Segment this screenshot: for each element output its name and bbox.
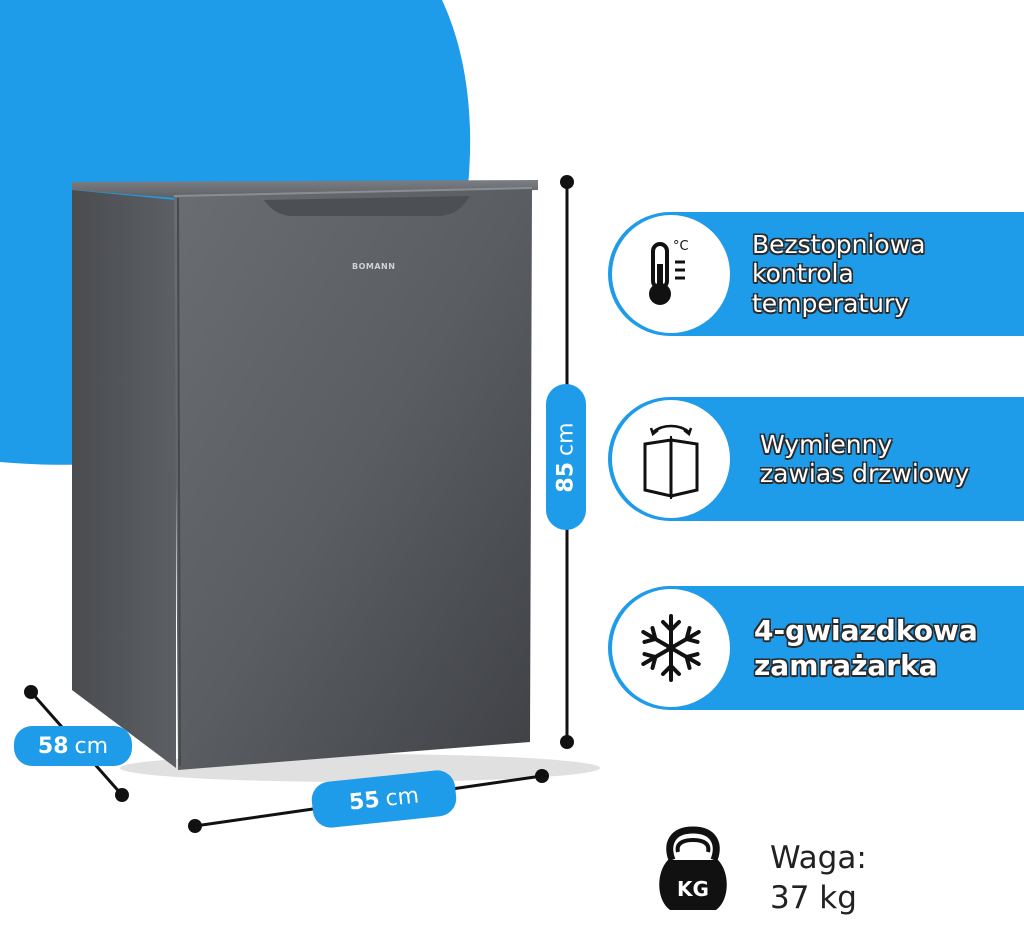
feature-text-temperature: Bezstopniowa kontrola temperatury <box>752 230 926 319</box>
kettlebell-icon: KG <box>659 826 727 910</box>
weight-value: 37 kg <box>770 880 857 917</box>
feature-line: Bezstopniowa <box>752 229 926 259</box>
feature-reversible-door: Wymienny zawias drzwiowy <box>608 397 1024 521</box>
feature-line: zamrażarka <box>754 649 938 682</box>
thermometer-icon: °C <box>612 215 730 333</box>
brand-logo: BOMANN <box>352 262 396 271</box>
feature-line: kontrola <box>752 259 854 289</box>
feature-line: Wymienny <box>760 429 893 459</box>
feature-line: 4-gwiazdkowa <box>754 614 978 647</box>
depth-value: 58 <box>37 733 69 759</box>
feature-temperature-control: °C Bezstopniowa kontrola temperatury <box>608 212 1024 336</box>
weight-info: Waga: 37 kg <box>770 838 867 919</box>
height-value: 85 <box>553 461 579 493</box>
snowflake-icon <box>612 589 730 707</box>
feature-line: zawias drzwiowy <box>760 459 970 488</box>
door-hinge-icon <box>612 400 730 518</box>
weight-label: Waga: <box>770 840 867 876</box>
feature-freezer: 4-gwiazdkowa zamrażarka <box>608 586 1024 710</box>
height-label: 85 cm <box>546 384 586 530</box>
depth-label: 58 cm <box>14 726 132 766</box>
celsius-label: °C <box>673 239 689 254</box>
height-unit: cm <box>553 421 579 456</box>
kg-label: KG <box>677 877 709 901</box>
width-unit: cm <box>384 782 421 812</box>
feature-text-door: Wymienny zawias drzwiowy <box>760 430 969 489</box>
feature-line: temperatury <box>752 288 910 318</box>
width-value: 55 <box>347 787 381 816</box>
feature-text-freezer: 4-gwiazdkowa zamrażarka <box>754 613 978 683</box>
depth-unit: cm <box>74 733 109 759</box>
